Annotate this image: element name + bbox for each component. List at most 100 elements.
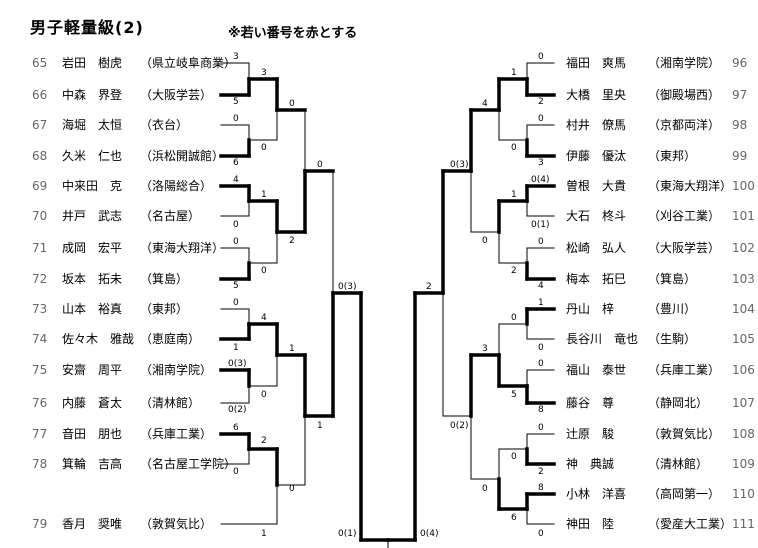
player-name: 松崎 弘人 xyxy=(566,241,627,255)
player-row: 藤谷 尊（静岡北）107 xyxy=(0,395,758,411)
player-name: 井戸 武志 xyxy=(62,209,123,223)
player-row: 丹山 梓（豊川）104 xyxy=(0,301,758,317)
score-label: 0 xyxy=(261,390,267,400)
player-name: 神田 陸 xyxy=(566,517,615,531)
score-label: 0 xyxy=(233,298,239,308)
score-label: 2 xyxy=(289,236,295,246)
player-number: 98 xyxy=(732,118,748,132)
score-label: 0(3) xyxy=(228,359,247,369)
score-label: 0 xyxy=(482,484,488,494)
score-label: 4 xyxy=(538,281,544,291)
player-number: 79 xyxy=(32,517,48,531)
player-number: 72 xyxy=(32,272,48,286)
player-name: 山本 裕真 xyxy=(62,302,123,316)
score-label: 0 xyxy=(482,236,488,246)
player-number: 108 xyxy=(732,427,755,441)
player-school: （浜松開誠館） xyxy=(140,149,225,163)
player-number: 103 xyxy=(732,272,755,286)
player-number: 74 xyxy=(32,332,48,346)
player-school: （清林館） xyxy=(648,457,709,471)
player-row: 75 安齋 周平 （湘南学院） xyxy=(0,362,758,378)
score-label: 0(4) xyxy=(531,175,550,185)
score-label: 0 xyxy=(538,237,544,247)
player-number: 110 xyxy=(732,487,755,501)
player-school: （高岡第一） xyxy=(648,487,721,501)
player-name: 香月 奨唯 xyxy=(62,517,123,531)
player-name: 安齋 周平 xyxy=(62,363,123,377)
score-label: 1 xyxy=(511,190,517,200)
player-number: 96 xyxy=(732,56,748,70)
player-row: 辻原 駿 （敦賀気比） 108 xyxy=(0,426,758,442)
player-number: 100 xyxy=(732,179,755,193)
player-name: 海堀 太恒 xyxy=(62,118,123,132)
player-school: （敦賀気比） xyxy=(648,427,721,441)
player-number: 76 xyxy=(32,396,48,410)
player-school: （御殿場西） xyxy=(648,88,721,102)
score-label: 0 xyxy=(538,114,544,124)
score-label: 8 xyxy=(538,483,544,493)
score-label: 0(3) xyxy=(338,282,357,292)
score-label: 0 xyxy=(538,529,544,539)
score-label: 0 xyxy=(538,423,544,433)
score-label: 2 xyxy=(261,436,267,446)
player-number: 101 xyxy=(732,209,755,223)
player-row: 大石 柊斗（刈谷工業）101 xyxy=(0,208,758,224)
player-name: 佐々木 雅哉 xyxy=(62,332,135,346)
player-number: 99 xyxy=(732,149,748,163)
player-name: 大石 柊斗 xyxy=(566,209,627,223)
player-school: （東邦） xyxy=(648,149,697,163)
player-school: （清林館） xyxy=(140,396,201,410)
player-school: （洛陽総合） xyxy=(140,179,213,193)
player-name: 藤谷 尊 xyxy=(566,396,615,410)
player-row: 神田 陸（愛産大工業）111 xyxy=(0,516,758,532)
player-number: 67 xyxy=(32,118,48,132)
player-school: （兵庫工業） xyxy=(140,427,213,441)
score-label: 3 xyxy=(538,158,544,168)
score-label: 4 xyxy=(482,99,488,109)
score-label: 6 xyxy=(233,423,239,433)
player-name: 小林 洋喜 xyxy=(566,487,627,501)
score-label: 5 xyxy=(233,281,239,291)
player-school: （東海大翔洋） xyxy=(648,179,733,193)
player-name: 坂本 拓未 xyxy=(62,272,123,286)
player-number: 65 xyxy=(32,56,48,70)
score-label: 0 xyxy=(233,220,239,230)
player-name: 曽根 大貴 xyxy=(566,179,627,193)
score-label: 0 xyxy=(511,143,517,153)
player-school: （大阪学芸） xyxy=(140,88,213,102)
player-number: 66 xyxy=(32,88,48,102)
score-label: 1 xyxy=(233,343,239,353)
player-school: （県立岐阜商業） xyxy=(140,56,237,70)
player-number: 75 xyxy=(32,363,48,377)
score-label: 8 xyxy=(538,405,544,415)
player-name: 福山 泰世 xyxy=(566,363,627,377)
player-name: 成岡 宏平 xyxy=(62,241,123,255)
player-number: 69 xyxy=(32,179,48,193)
score-label: 0 xyxy=(538,359,544,369)
player-name: 辻原 駿 xyxy=(566,427,615,441)
score-label: 0 xyxy=(233,467,239,477)
score-label: 5 xyxy=(511,390,517,400)
player-school: （生駒） xyxy=(648,332,697,346)
score-label: 0(1) xyxy=(531,220,550,230)
player-school: （豊川） xyxy=(648,302,697,316)
player-school: （大阪学芸） xyxy=(648,241,721,255)
player-name: 丹山 梓 xyxy=(566,302,615,316)
player-school: （京都両洋） xyxy=(648,118,721,132)
player-school: （湘南学院） xyxy=(140,363,213,377)
score-label: 0 xyxy=(538,52,544,62)
score-label: 1 xyxy=(538,298,544,308)
player-number: 70 xyxy=(32,209,48,223)
player-number: 78 xyxy=(32,457,48,471)
page-title: 男子軽量級(2) xyxy=(30,18,144,37)
score-label: 2 xyxy=(538,467,544,477)
score-label: 0 xyxy=(511,313,517,323)
score-label: 0 xyxy=(261,266,267,276)
